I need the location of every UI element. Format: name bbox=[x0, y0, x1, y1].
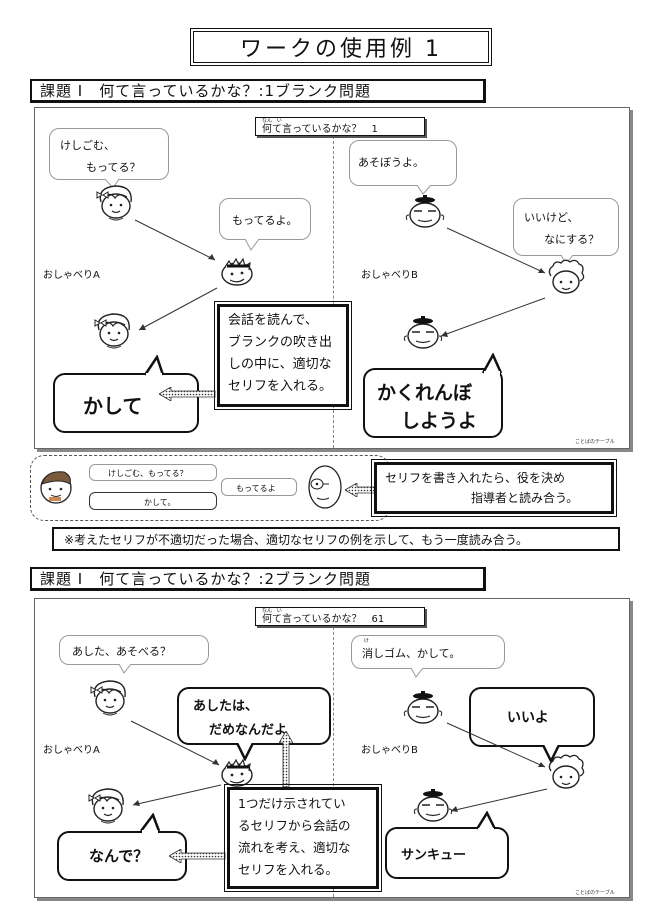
answer-bubble: サンキュー bbox=[385, 827, 509, 879]
bubble-tail bbox=[411, 668, 424, 678]
bubble-tail bbox=[417, 185, 432, 195]
flow-arrows bbox=[130, 720, 222, 806]
panel-divider bbox=[333, 627, 334, 897]
page-title: ワークの使用例 1 bbox=[190, 28, 492, 66]
credit-text: ことばのテーブル bbox=[575, 890, 615, 896]
roleplay-instruction: セリフを書き入れたら、役を決め 指導者と読み合う。 bbox=[371, 459, 617, 517]
flow-arrows bbox=[440, 227, 546, 337]
flow-arrows bbox=[446, 722, 548, 812]
bubble-request: け 消しゴム、かして。 bbox=[351, 635, 505, 669]
panel-title-ruby: なん い bbox=[262, 608, 282, 614]
instruction-box: 1つだけ示されてい るセリフから会話の 流れを考え、適切な セリフを入れる。 bbox=[224, 784, 382, 892]
dotted-arrow-icon bbox=[169, 849, 226, 863]
bubble-tail bbox=[245, 239, 260, 251]
answer-bubble: あしたは、 だめなんだよ bbox=[177, 687, 331, 745]
elder-face-icon bbox=[307, 464, 343, 514]
panel-title: なん い 何て言っているかな？ 61 bbox=[255, 607, 425, 626]
answer-bubble: いいよ bbox=[469, 687, 595, 747]
speaker-label-a: おしゃべりA bbox=[43, 270, 100, 281]
speaker-label-a: おしゃべりA bbox=[43, 745, 100, 756]
bubble-tail bbox=[235, 743, 255, 761]
bubble-tail bbox=[481, 353, 503, 375]
roleplay-strip: けしごむ、もってる？ かして。 もってるよ bbox=[30, 455, 390, 521]
speaker-label-b: おしゃべりB bbox=[361, 745, 418, 756]
section2-heading: 課題 I 何て言っているかな？:2ブランク問題 bbox=[30, 567, 486, 591]
answer-bubble: なんで？ bbox=[57, 831, 187, 881]
bubble-question: あした、あそべる？ bbox=[59, 635, 209, 665]
section1-heading: 課題 I 何て言っているかな？:1ブランク問題 bbox=[30, 79, 486, 103]
credit-text: ことばのテーブル bbox=[575, 439, 615, 445]
panel-title-ruby: なん い bbox=[262, 118, 282, 124]
bubble-tail bbox=[475, 811, 497, 831]
roleplay-bubble-right: もってるよ bbox=[221, 478, 297, 496]
section1-panel: なん い 何て言っているかな？ 1 けしごむ、 もってる？ もってるよ。 おしゃ… bbox=[34, 107, 630, 449]
dotted-arrow-icon bbox=[159, 387, 216, 401]
flow-arrows bbox=[134, 219, 218, 331]
speaker-label-b: おしゃべりB bbox=[361, 270, 418, 281]
answer-bubble: かくれんぼ しようよ bbox=[363, 368, 503, 438]
instruction-box: 会話を読んで、 ブランクの吹き出 しの中に、適切な セリフを入れる。 bbox=[214, 301, 352, 410]
panel-title: なん い 何て言っているかな？ 1 bbox=[255, 117, 425, 136]
bubble-invite: あそぼうよ。 bbox=[349, 140, 457, 186]
bubble-ruby: け bbox=[364, 638, 370, 644]
section2-panel: なん い 何て言っているかな？ 61 あした、あそべる？ おしゃべりA あしたは… bbox=[34, 598, 630, 898]
boy-face-icon bbox=[39, 470, 73, 510]
note-banner: ※考えたセリフが不適切だった場合、適切なセリフの例を示して、もう一度読み合う。 bbox=[52, 527, 620, 551]
roleplay-bubble-bottom: かして。 bbox=[89, 492, 217, 510]
bubble-reply: もってるよ。 bbox=[219, 198, 311, 240]
bubble-tail bbox=[140, 813, 161, 833]
bubble-answer-b: いいけど、 なにする？ bbox=[513, 198, 619, 256]
answer-bubble: かして bbox=[53, 373, 199, 433]
panel-divider bbox=[333, 136, 334, 448]
bubble-tail bbox=[143, 355, 165, 377]
roleplay-bubble-top: けしごむ、もってる？ bbox=[89, 464, 217, 481]
bubble-tail bbox=[119, 664, 132, 674]
bubble-tail bbox=[541, 745, 561, 763]
bubble-question: けしごむ、 もってる？ bbox=[49, 128, 169, 180]
